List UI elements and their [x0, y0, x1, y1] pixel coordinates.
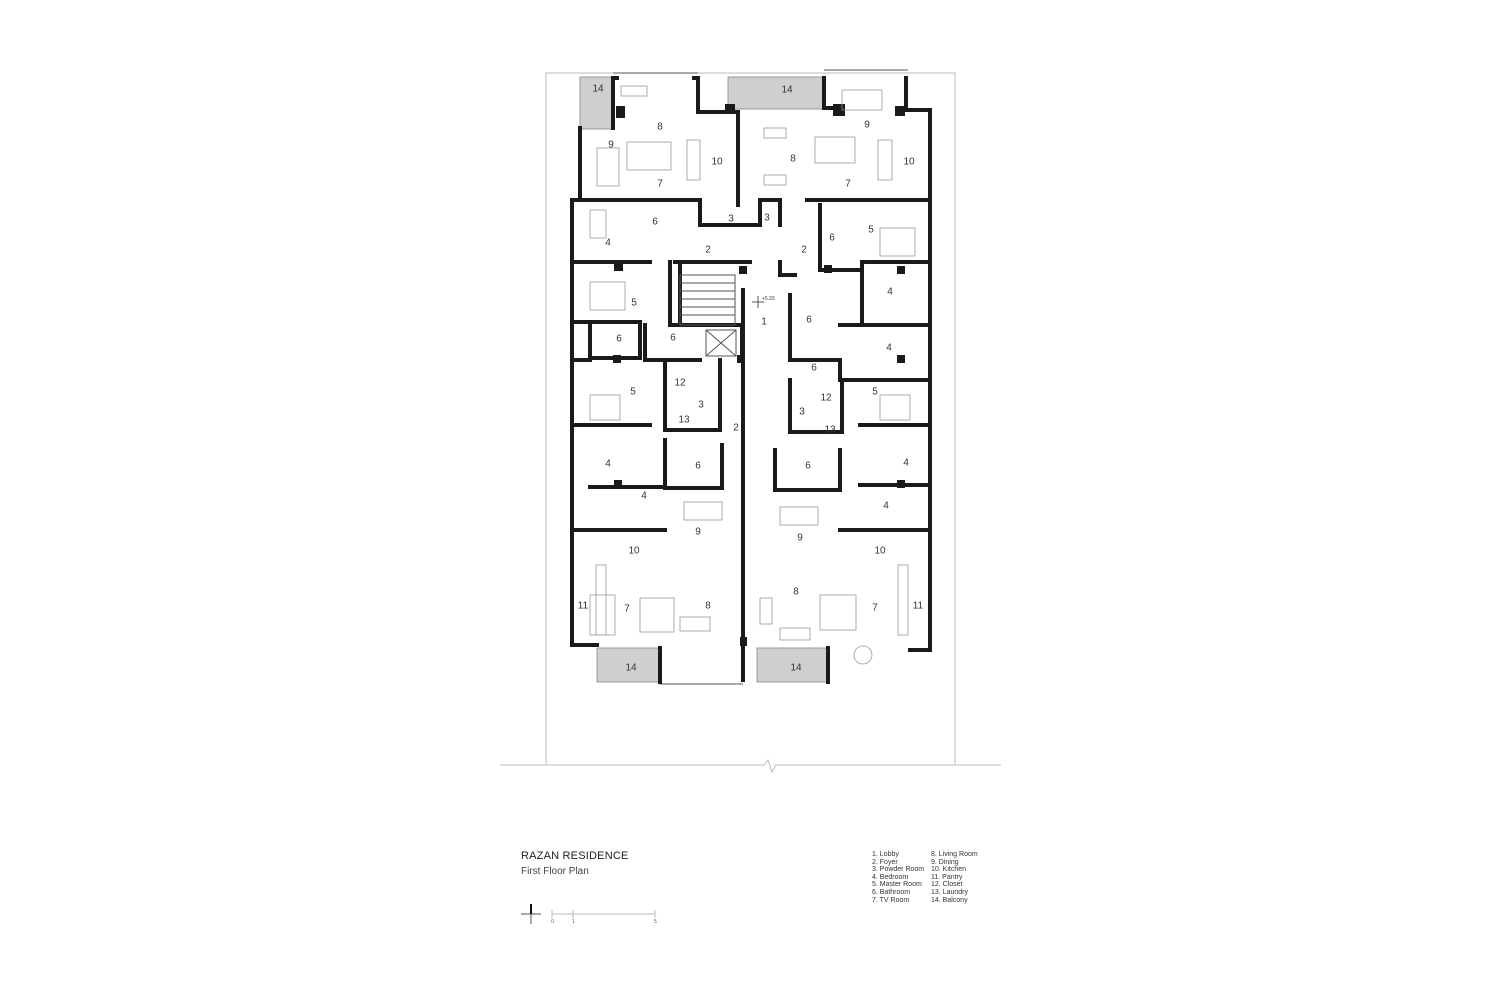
room-label: 3	[764, 213, 770, 224]
legend-item: 4. Bedroom	[872, 873, 909, 881]
room-label: 5	[631, 298, 637, 309]
room-label: 10	[711, 157, 723, 168]
room-label: 4	[641, 491, 647, 502]
legend-item: 14. Balcony	[931, 896, 968, 904]
room-label: 10	[628, 546, 640, 557]
room-label: 13	[824, 425, 836, 436]
balconies	[579, 69, 908, 685]
room-label: 6	[805, 461, 811, 472]
drawing-subtitle: First Floor Plan	[521, 866, 589, 877]
scale-tick-label: 0	[551, 919, 554, 925]
room-label: 2	[801, 245, 807, 256]
room-label: 6	[616, 334, 622, 345]
legend-item: 2. Foyer	[872, 858, 898, 866]
legend-column-1: 1. Lobby 2. Foyer 3. Powder Room 4. Bedr…	[872, 851, 924, 904]
room-label: 9	[695, 527, 701, 538]
room-label: 1	[761, 317, 767, 328]
furniture	[589, 85, 916, 665]
scale-tick-label: 5	[654, 919, 657, 925]
room-label: 6	[806, 315, 812, 326]
legend-item: 5. Master Room	[872, 881, 922, 889]
room-label: 11	[913, 601, 924, 612]
room-label: 14	[592, 84, 604, 95]
legend-item: 11. Pantry	[931, 873, 963, 881]
room-label: 4	[605, 238, 611, 249]
legend-item: 3. Powder Room	[872, 866, 925, 874]
legend-item: 12. Closet	[931, 881, 963, 889]
stair	[679, 274, 764, 357]
room-label: 3	[728, 214, 734, 225]
room-label: 3	[698, 400, 704, 411]
legend-item: 9. Dining	[931, 858, 959, 866]
room-label: 9	[797, 533, 803, 544]
room-label: 2	[733, 423, 739, 434]
room-label: 9	[864, 120, 870, 131]
room-label: 11	[578, 601, 589, 612]
site-boundary	[500, 72, 1001, 774]
scale-bar	[521, 904, 656, 924]
room-label: 13	[678, 415, 690, 426]
room-label: 14	[625, 663, 637, 674]
room-label: 7	[872, 603, 878, 614]
drawing-title: RAZAN RESIDENCE	[521, 850, 629, 862]
room-label: 6	[670, 333, 676, 344]
legend-item: 8. Living Room	[931, 851, 978, 858]
room-label: 9	[608, 140, 614, 151]
room-label: 6	[829, 233, 835, 244]
walls	[570, 76, 932, 684]
room-label: 7	[657, 179, 663, 190]
room-label: 10	[874, 546, 886, 557]
legend-item: 7. TV Room	[872, 896, 910, 904]
elevation-mark: +5.33	[762, 296, 775, 302]
room-label: 12	[674, 378, 686, 389]
room-labels: 14 8 9 10 7 14 8 9 10 7 3 3 6 4 2 2 6 5 …	[578, 84, 924, 674]
room-label: 6	[695, 461, 701, 472]
legend-item: 10. Kitchen	[931, 866, 967, 874]
legend-item: 13. Laundry	[931, 888, 968, 896]
room-label: 8	[790, 154, 796, 165]
room-label: 7	[845, 179, 851, 190]
room-label: 6	[652, 217, 658, 228]
room-label: 5	[868, 225, 874, 236]
room-label: 3	[799, 407, 805, 418]
room-label: 14	[790, 663, 802, 674]
scale-tick-label: 1	[572, 919, 575, 925]
legend-item: 1. Lobby	[872, 851, 899, 858]
room-label: 10	[903, 157, 915, 168]
room-label: 14	[781, 85, 793, 96]
room-label: 8	[793, 587, 799, 598]
room-label: 2	[705, 245, 711, 256]
room-label: 4	[887, 287, 893, 298]
room-label: 4	[886, 343, 892, 354]
room-label: 7	[624, 604, 630, 615]
room-label: 8	[705, 601, 711, 612]
room-label: 4	[883, 501, 889, 512]
room-label: 4	[605, 459, 611, 470]
room-label: 4	[903, 458, 909, 469]
legend-item: 6. Bathroom	[872, 888, 911, 896]
room-label: 6	[811, 363, 817, 374]
legend-column-2: 8. Living Room 9. Dining 10. Kitchen 11.…	[931, 851, 978, 904]
room-label: 12	[820, 393, 832, 404]
room-label: 8	[657, 122, 663, 133]
room-label: 5	[872, 387, 878, 398]
room-label: 5	[630, 387, 636, 398]
